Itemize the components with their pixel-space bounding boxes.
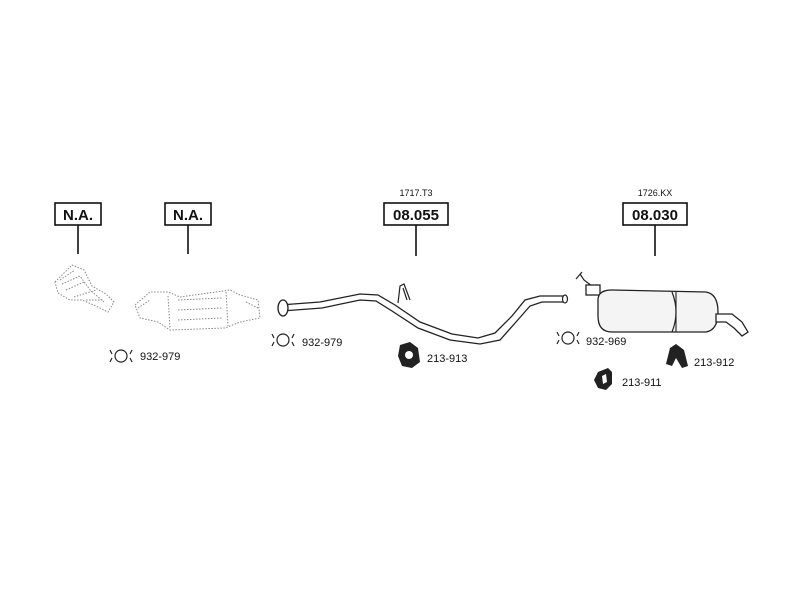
front-pipe-not-available [54, 264, 115, 313]
rubber-hanger-icon [398, 342, 420, 368]
middle-pipe-part-number: 08.055 [393, 207, 439, 224]
accessory-code: 213-913 [427, 353, 467, 365]
catalytic-converter-not-available [134, 289, 261, 331]
accessory-hanger-1[interactable]: 213-913 [398, 342, 467, 368]
accessory-code: 213-912 [694, 357, 734, 369]
middle-pipe-ref: 1717.T3 [399, 188, 432, 198]
bracket-icon [594, 368, 612, 390]
clamp-icon [109, 349, 133, 363]
callout-na-1[interactable]: N.A. [54, 202, 102, 254]
middle-pipe[interactable] [277, 283, 569, 345]
callout-na-1-label: N.A. [63, 207, 93, 224]
clamp-icon [556, 331, 580, 345]
accessory-code: 213-911 [622, 377, 662, 389]
bracket-icon [666, 344, 688, 368]
accessory-code: 932-969 [586, 336, 626, 348]
rear-silencer[interactable] [575, 271, 749, 337]
rear-silencer-ref: 1726.KX [638, 188, 673, 198]
accessory-bracket-1[interactable]: 213-911 [594, 368, 662, 390]
callout-na-2-label: N.A. [173, 207, 203, 224]
callout-rear-silencer[interactable]: 1726.KX 08.030 [622, 188, 688, 256]
accessory-clamp-3[interactable]: 932-969 [556, 331, 626, 348]
accessory-code: 932-979 [140, 351, 180, 363]
clamp-icon [271, 333, 295, 347]
accessory-clamp-2[interactable]: 932-979 [271, 333, 342, 349]
accessory-clamp-1[interactable]: 932-979 [109, 349, 180, 363]
accessory-code: 932-979 [302, 337, 342, 349]
accessory-bracket-2[interactable]: 213-912 [666, 344, 734, 369]
callout-middle-pipe[interactable]: 1717.T3 08.055 [383, 188, 449, 256]
rear-silencer-part-number: 08.030 [632, 207, 678, 224]
callout-na-2[interactable]: N.A. [164, 202, 212, 254]
